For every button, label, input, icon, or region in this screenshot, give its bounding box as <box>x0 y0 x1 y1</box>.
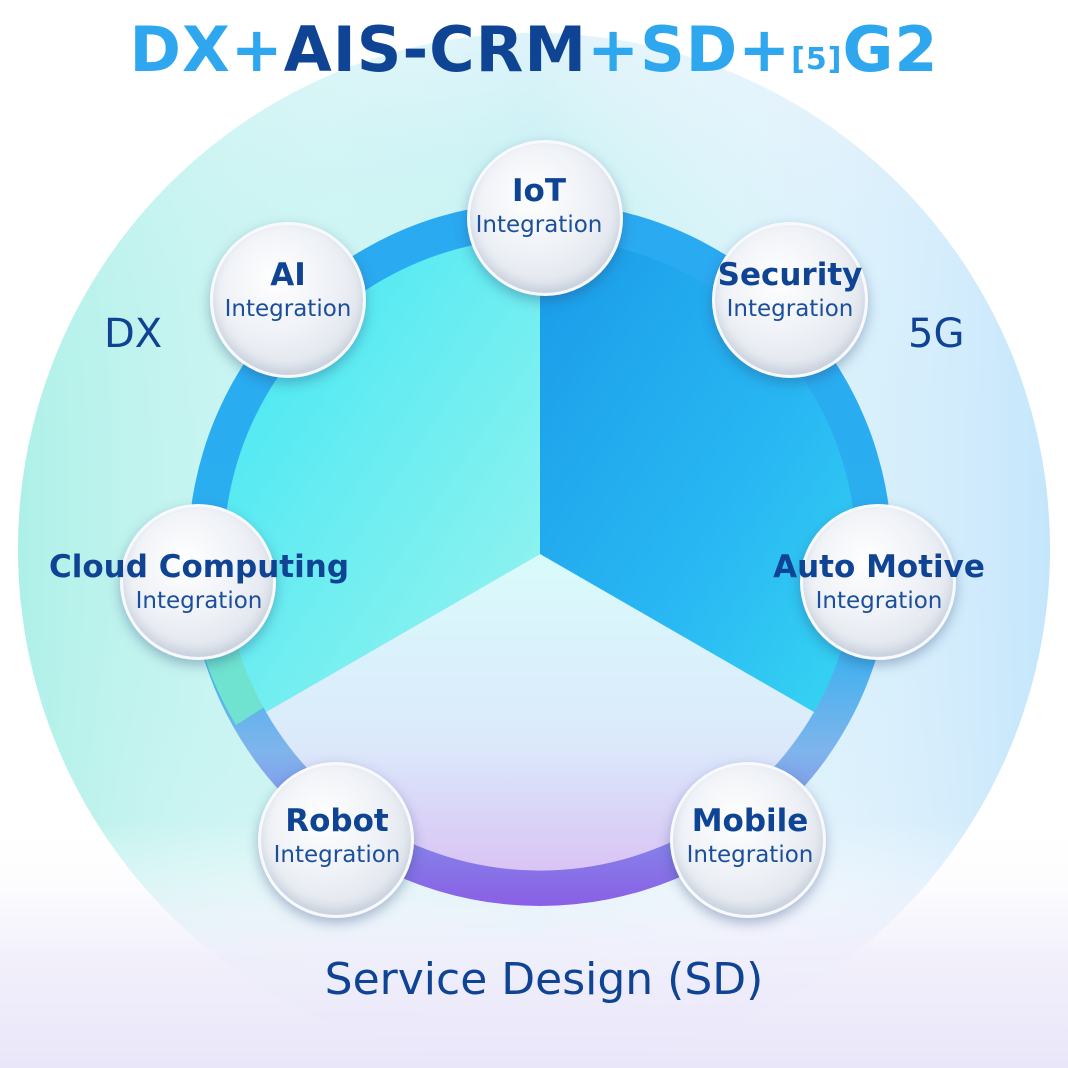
node-robot-sub: Integration <box>273 842 401 868</box>
node-mobile <box>670 762 826 918</box>
node-cloud-computing-name: Cloud Computing <box>48 549 350 585</box>
node-cloud-computing <box>120 504 276 660</box>
node-iot-text: IoT Integration <box>359 172 719 240</box>
node-security-sub: Integration <box>726 296 854 322</box>
node-ai-name: AI <box>270 257 306 293</box>
title-part-dx: DX+ <box>129 13 284 86</box>
node-auto-motive-sub: Integration <box>815 588 943 614</box>
node-security <box>712 222 868 378</box>
node-mobile-name: Mobile <box>691 803 809 839</box>
node-auto-motive <box>800 504 956 660</box>
node-security-text: Security Integration <box>610 256 970 324</box>
node-robot <box>258 762 414 918</box>
node-cloud-computing-text: Cloud Computing Integration <box>19 548 379 616</box>
node-robot-text: Robot Integration <box>157 802 517 870</box>
title-part-ais-crm: AIS-CRM <box>283 13 588 86</box>
title-part-g2: G2 <box>842 13 939 86</box>
label-5g: 5G <box>908 311 965 357</box>
node-ai-text: AI Integration <box>108 256 468 324</box>
node-security-name: Security <box>717 257 863 293</box>
node-mobile-text: Mobile Integration <box>570 802 930 870</box>
node-iot-name: IoT <box>512 173 566 209</box>
node-iot-sub: Integration <box>475 212 603 238</box>
sector-bottom <box>266 554 814 871</box>
page-title: DX+AIS-CRM+SD+[5]G2 <box>0 8 1068 104</box>
label-service-design: Service Design (SD) <box>324 954 764 1005</box>
title-part-bracket: [5] <box>791 42 843 77</box>
node-ai-sub: Integration <box>224 296 352 322</box>
node-robot-name: Robot <box>285 803 389 839</box>
node-ai <box>210 222 366 378</box>
node-auto-motive-name: Auto Motive <box>773 549 985 585</box>
node-cloud-computing-sub: Integration <box>135 588 263 614</box>
node-iot <box>467 140 623 296</box>
node-auto-motive-text: Auto Motive Integration <box>699 548 1059 616</box>
label-dx: DX <box>104 311 163 357</box>
title-part-sd: +SD+ <box>587 13 792 86</box>
node-mobile-sub: Integration <box>686 842 814 868</box>
